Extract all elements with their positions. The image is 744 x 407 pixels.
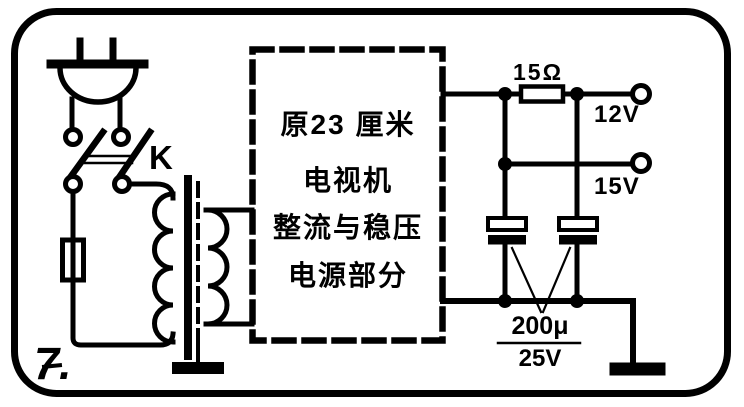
primary-winding [152,191,176,345]
fuse-icon [60,237,86,283]
output-15v-label: 15V [594,173,640,200]
dashed-box-text-line-4: 电源部分 [287,260,408,291]
resistor-value-label: 15Ω [512,59,564,85]
transformer-icon [152,175,255,374]
switch-label: K [149,139,173,176]
resistor-icon [518,84,566,104]
primary-return-wire [70,189,176,348]
junction-dot [498,87,512,101]
capacitor-right-icon [557,216,599,304]
dashed-box-text-line-2: 电视机 [302,165,393,196]
junction-dots [498,87,584,308]
terminal-12v-icon [630,83,652,105]
pointer-line [510,246,543,314]
figure-border [11,8,731,397]
pointer-line [541,246,572,314]
dashed-box-text-line-1: 原23 厘米 [280,109,416,140]
terminal-15v-icon [630,152,652,174]
figure-number: 7. [34,338,72,389]
secondary-winding [205,207,230,327]
mains-plug-icon [46,37,149,132]
dashed-block-outline [249,46,446,344]
dashed-box-text-line-3: 整流与稳压 [272,212,423,243]
output-12v-label: 12V [594,101,640,128]
junction-dot [498,157,512,171]
junction-dot [570,87,584,101]
capacitor-left-icon [486,216,528,304]
capacitor-value-label: 200μ [511,312,569,340]
capacitor-voltage-label: 25V [518,345,562,372]
